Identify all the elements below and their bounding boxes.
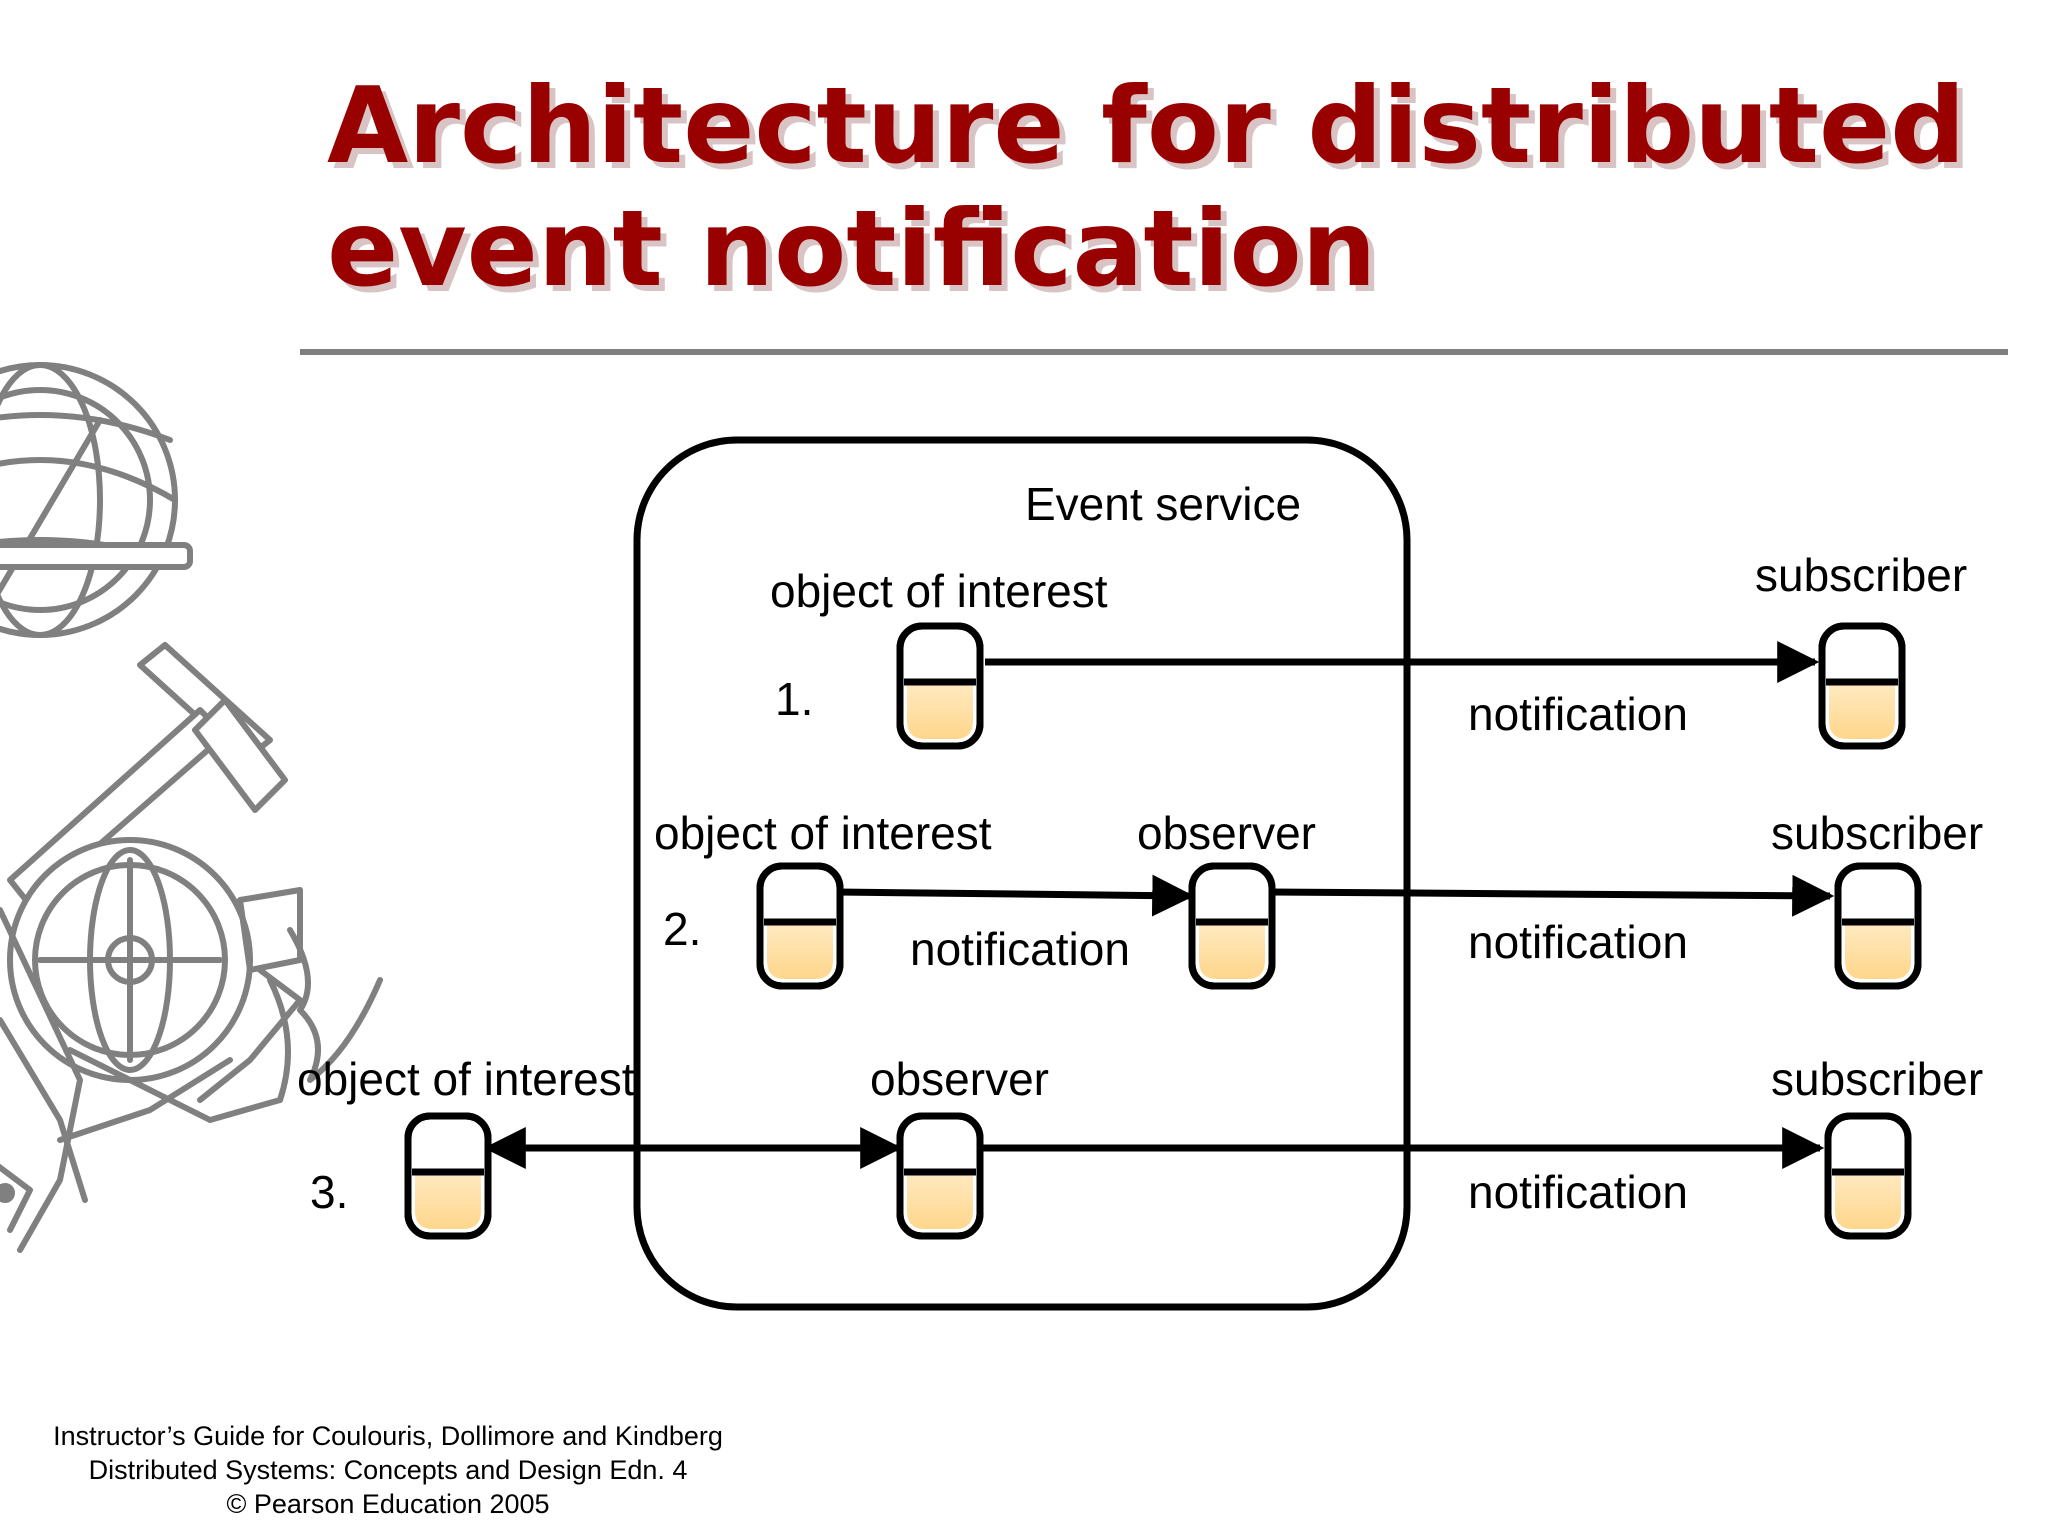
row2-notification-outer: notification bbox=[1468, 916, 1688, 968]
footer-line-3: © Pearson Education 2005 bbox=[226, 1489, 549, 1519]
event-service-box bbox=[633, 436, 1411, 1311]
astrolabe-hammer-wheel-logo bbox=[0, 362, 383, 1253]
title-shadow-1: Architecture for distributed bbox=[333, 71, 1971, 193]
footer: Instructor’s Guide for Coulouris, Dollim… bbox=[53, 1421, 723, 1519]
row3-subscriber bbox=[1828, 1116, 1908, 1236]
row2-outer-notification-arrow bbox=[1267, 874, 1835, 917]
row3-object-label: object of interest bbox=[297, 1053, 635, 1105]
row1-subscriber bbox=[1822, 626, 1902, 746]
row2-observer bbox=[1192, 866, 1272, 986]
title-shadow-2: event notification bbox=[333, 194, 1382, 316]
row2-object-label: object of interest bbox=[654, 807, 992, 859]
row1-object-label: object of interest bbox=[770, 565, 1108, 617]
row2-inner-notification-arrow bbox=[836, 874, 1195, 917]
footer-line-2: Distributed Systems: Concepts and Design… bbox=[89, 1455, 688, 1485]
row2-notification-inner: notification bbox=[910, 923, 1130, 975]
row1-notification-label: notification bbox=[1468, 688, 1688, 740]
slide-title: Architecture for distributed event notif… bbox=[327, 65, 1971, 316]
row1-subscriber-label: subscriber bbox=[1755, 549, 1967, 601]
row3-subscriber-label: subscriber bbox=[1771, 1053, 1983, 1105]
title-line-2: event notification bbox=[327, 188, 1376, 310]
row2-subscriber bbox=[1838, 866, 1918, 986]
row3-observer bbox=[900, 1116, 980, 1236]
footer-line-1: Instructor’s Guide for Coulouris, Dollim… bbox=[53, 1421, 723, 1451]
row2-subscriber-label: subscriber bbox=[1771, 807, 1983, 859]
row2-object-of-interest bbox=[760, 866, 840, 986]
row1-object-of-interest bbox=[900, 626, 980, 746]
row3-observer-label: observer bbox=[870, 1053, 1049, 1105]
row2-observer-label: observer bbox=[1137, 807, 1316, 859]
row3-object-of-interest bbox=[408, 1116, 488, 1236]
row2-number: 2. bbox=[663, 903, 701, 955]
row3-notification-label: notification bbox=[1468, 1166, 1688, 1218]
row3-number: 3. bbox=[310, 1166, 348, 1218]
row1-number: 1. bbox=[775, 673, 813, 725]
event-service-label: Event service bbox=[1025, 478, 1301, 530]
title-line-1: Architecture for distributed bbox=[327, 65, 1965, 187]
